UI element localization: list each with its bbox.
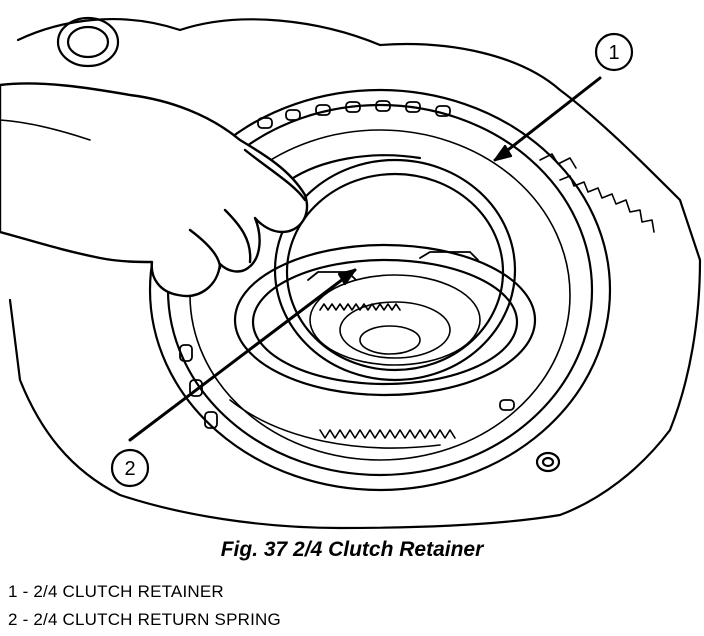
transmission-case xyxy=(8,16,702,530)
lower-gear-teeth xyxy=(229,399,456,449)
callout-2: 2 xyxy=(110,448,150,488)
clutch-retainer-illustration: 1 2 xyxy=(0,16,702,530)
legend-item-2: 2 - 2/4 CLUTCH RETURN SPRING xyxy=(8,610,281,629)
figure-caption: Fig. 37 2/4 Clutch Retainer xyxy=(220,538,484,561)
clutch-retainer xyxy=(273,154,517,382)
housing-bolt-holes xyxy=(179,100,515,429)
legend-item-1: 1 - 2/4 CLUTCH RETAINER xyxy=(8,582,224,601)
clutch-return-spring xyxy=(233,243,537,397)
svg-text:2: 2 xyxy=(124,458,135,480)
svg-text:1: 1 xyxy=(608,42,619,64)
callout-1: 1 xyxy=(594,32,634,72)
technician-hand xyxy=(0,82,309,298)
callout-2-leader xyxy=(128,268,357,442)
callout-1-leader xyxy=(493,76,602,162)
housing-gear-teeth xyxy=(539,153,655,233)
inner-gear-hub xyxy=(309,274,481,366)
